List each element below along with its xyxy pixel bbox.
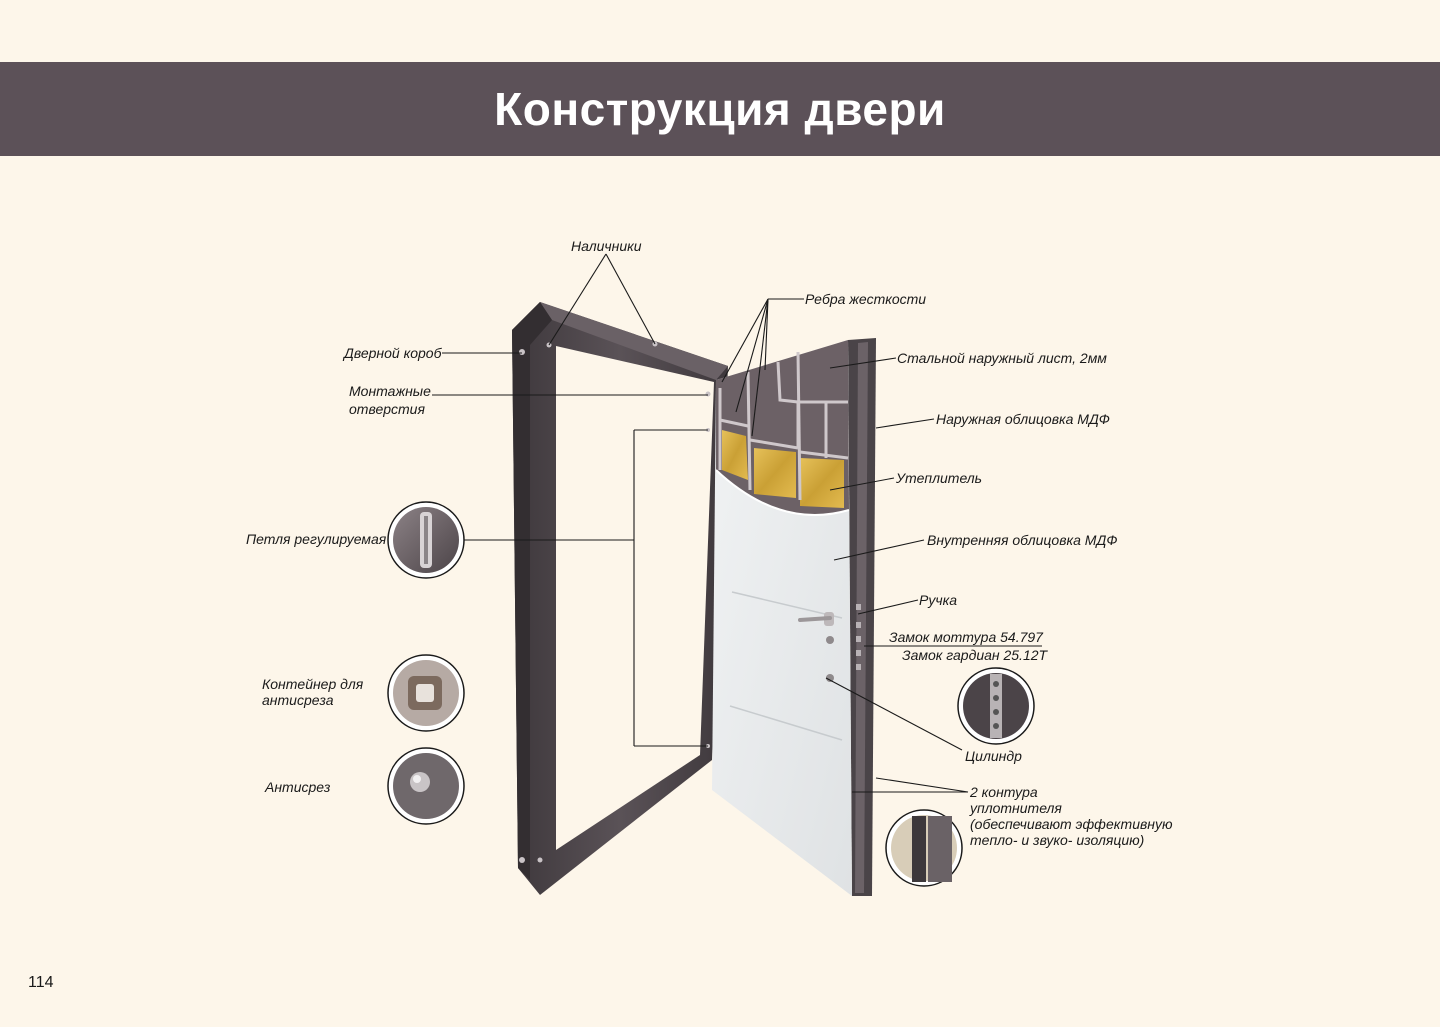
stiffening-ribs [718, 351, 849, 501]
label-petlya: Петля регулируемая [246, 531, 387, 547]
label-dvernoy-korob: Дверной короб [344, 345, 442, 361]
label-zamok-mottura: Замок моттура 54.797 [889, 629, 1043, 645]
hinge-detail [387, 501, 465, 579]
label-nalichniki: Наличники [571, 238, 642, 254]
lock-detail [957, 667, 1035, 745]
label-kontura: 2 контура уплотнителя (обеспечивают эффе… [970, 784, 1173, 848]
label-montazhnye: Монтажные отверстия [349, 383, 431, 417]
label-uteplitel: Утеплитель [896, 470, 983, 486]
label-rebra: Ребра жесткости [805, 291, 927, 307]
label-stalnoy-list: Стальной наружный лист, 2мм [897, 350, 1107, 366]
label-antisrez: Антисрез [265, 779, 331, 795]
page-number: 114 [28, 974, 54, 991]
title-banner: Конструкция двери [0, 62, 1440, 156]
anti-cut-detail [387, 747, 465, 825]
leader-lines [432, 253, 1042, 793]
door-frame [512, 302, 728, 895]
label-tsilindr: Цилиндр [965, 748, 1022, 764]
lock-bolts [856, 604, 861, 670]
insulation [722, 430, 844, 508]
anti-cut-container-detail [387, 654, 465, 732]
label-konteyner: Контейнер для антисреза [262, 676, 364, 708]
label-zamok-gardian: Замок гардиан 25.12Т [902, 647, 1048, 663]
label-vnutrennyaya-mdf: Внутренняя облицовка МДФ [927, 532, 1118, 548]
label-naruzhnaya-mdf: Наружная облицовка МДФ [936, 411, 1110, 427]
seal-detail [885, 809, 963, 887]
door-leaf [712, 338, 876, 896]
page-title: Конструкция двери [494, 83, 946, 135]
door-handle [798, 612, 834, 682]
label-ruchka: Ручка [919, 592, 957, 608]
